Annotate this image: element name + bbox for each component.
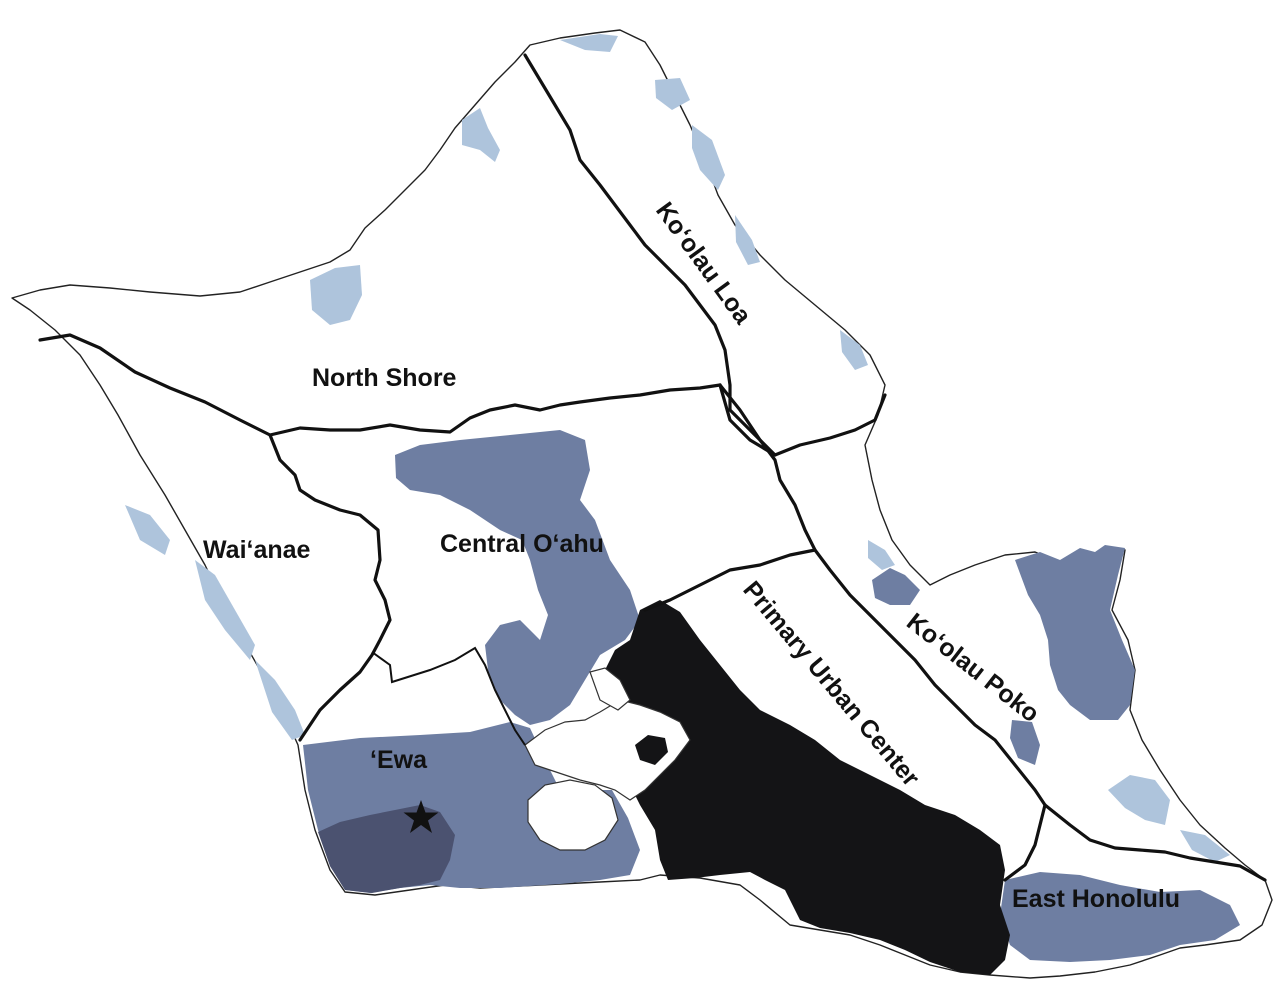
harbor-water <box>589 667 631 711</box>
shade-light-patch <box>560 34 618 52</box>
shade-light-patch <box>735 215 760 265</box>
label-waianae: Wai‘anae <box>203 536 311 564</box>
shade-light-patch <box>310 265 362 325</box>
shade-dark-medium-patch <box>318 805 455 893</box>
shade-light-patch <box>692 125 725 190</box>
harbor-water <box>527 779 619 851</box>
district-boundary <box>718 383 887 457</box>
shade-light-patch <box>840 330 868 370</box>
shade-light-patch <box>125 505 170 555</box>
shade-light-patch <box>1108 775 1170 825</box>
shade-medium-patch <box>872 568 920 605</box>
district-boundary <box>813 548 1047 807</box>
district-boundary <box>268 433 392 742</box>
label-north-shore: North Shore <box>312 364 457 392</box>
district-boundary-ewa <box>371 646 526 746</box>
shade-medium-patch <box>1000 872 1240 962</box>
district-boundary <box>1043 803 1267 882</box>
district-boundary <box>1003 803 1047 882</box>
label-east-honolulu: East Honolulu <box>1012 885 1180 913</box>
island-outline <box>11 29 1273 979</box>
shade-light-patch <box>868 540 895 570</box>
harbor-water <box>524 699 691 801</box>
harbor-island <box>635 735 668 765</box>
shade-medium-patch <box>1015 545 1135 720</box>
shade-light-patch <box>655 78 690 110</box>
shade-medium-patch <box>395 430 640 725</box>
shade-dark-patch <box>605 600 1010 975</box>
star-icon <box>403 800 439 833</box>
district-boundary <box>523 53 777 457</box>
shade-medium-patch <box>1010 720 1040 765</box>
district-boundary <box>643 383 817 612</box>
shade-light-patch <box>195 560 255 660</box>
district-boundary <box>38 333 722 437</box>
label-central-oahu: Central O‘ahu <box>440 530 604 558</box>
shade-light-patch <box>255 660 305 740</box>
label-ewa: ‘Ewa <box>370 746 428 774</box>
shade-light-patch <box>462 108 500 162</box>
shade-light-patch <box>1180 830 1230 862</box>
